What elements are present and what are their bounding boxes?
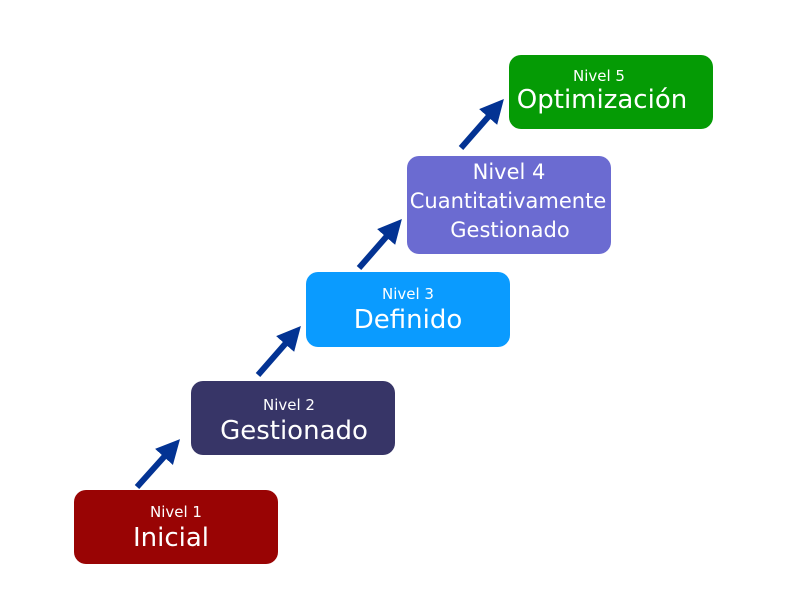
- level-1-box: Nivel 1 Inicial: [74, 490, 278, 564]
- level-1-name: Inicial: [132, 523, 210, 553]
- level-4-name-line1: Cuantitativamente: [409, 189, 607, 213]
- level-4-box: Nivel 4 Cuantitativamente Gestionado: [407, 156, 611, 254]
- level-5-box: Nivel 5 Optimización: [509, 55, 713, 129]
- arrow-3-to-4: [356, 218, 402, 270]
- level-4-label: Nivel 4: [472, 160, 546, 184]
- arrow-2-to-3: [255, 325, 301, 377]
- level-4-name-line2: Gestionado: [450, 218, 570, 242]
- level-3-label: Nivel 3: [382, 285, 434, 303]
- level-3-box: Nivel 3 Definido: [306, 272, 510, 347]
- level-5-name: Optimización: [516, 85, 688, 115]
- level-5-label: Nivel 5: [573, 67, 625, 85]
- level-3-name: Definido: [353, 305, 463, 335]
- level-1-label: Nivel 1: [150, 503, 202, 521]
- level-2-label: Nivel 2: [263, 396, 315, 414]
- level-2-name: Gestionado: [220, 416, 368, 446]
- level-2-box: Nivel 2 Gestionado: [191, 381, 395, 455]
- arrow-1-to-2: [134, 439, 181, 490]
